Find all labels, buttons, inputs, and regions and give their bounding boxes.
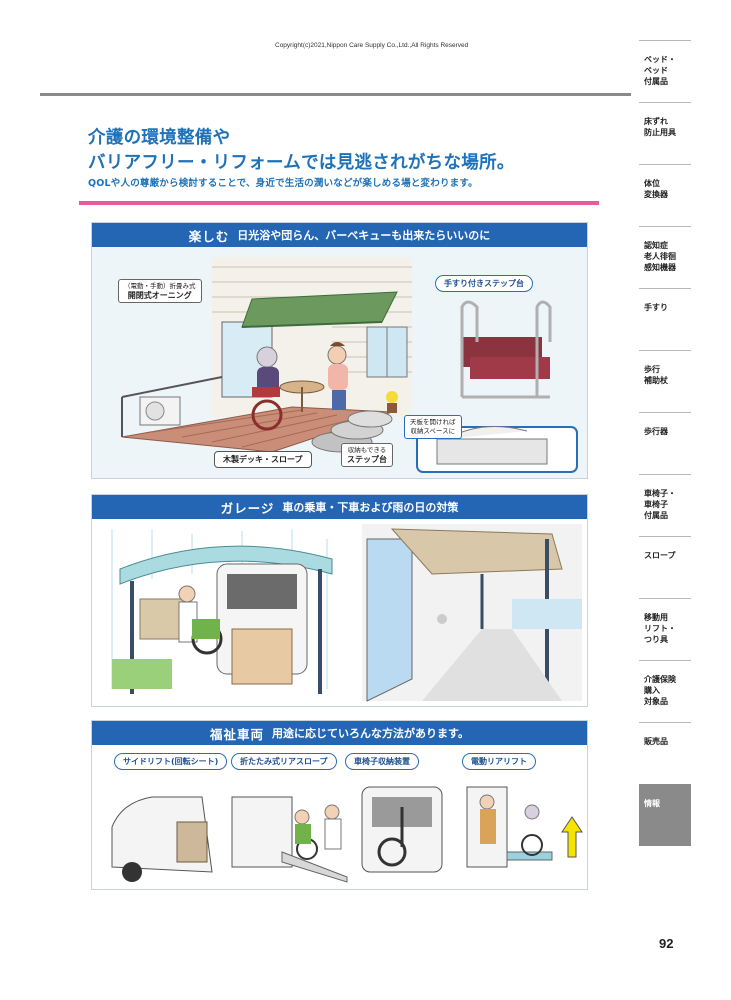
category-sidebar: ベッド・ ベッド 付属品床ずれ 防止用具体位 変換器認知症 老人徘徊 感知機器手… <box>639 40 691 846</box>
copyright-notice: Copyright(c)2021,Nippon Care Supply Co.,… <box>275 42 469 49</box>
welfare-vehicle-panel: 福祉車両 用途に応じていろんな方法があります。 サイドリフト(回転シート) 折た… <box>91 720 588 890</box>
enjoy-panel-subtitle: 日光浴や団らん、バーベキューも出来たらいいのに <box>237 229 491 242</box>
page-headline: 介護の環境整備や バリアフリー・リフォームでは見逃されがちな場所。 <box>88 126 515 176</box>
vehicle-illustration-area: サイドリフト(回転シート) 折たたみ式リアスロープ 車椅子収納装置 電動リアリフ… <box>92 745 587 889</box>
enjoy-panel-header: 楽しむ 日光浴や団らん、バーベキューも出来たらいいのに <box>92 223 587 247</box>
sidebar-item-label: 手すり <box>644 303 668 312</box>
page-number: 92 <box>659 936 674 951</box>
sidebar-item-label: スロープ <box>644 551 676 560</box>
sidebar-item-10[interactable]: 介護保険 購入 対象品 <box>639 660 691 722</box>
rear-slope-label: 折たたみ式リアスロープ <box>231 753 337 770</box>
storage-step-callout: 収納もできる ステップ台 <box>341 443 393 467</box>
headline-line-2: バリアフリー・リフォームでは見逃されがちな場所。 <box>88 153 515 173</box>
handrail-step-label: 手すり付きステップ台 <box>435 275 533 292</box>
garage-panel: ガレージ 車の乗車・下車および雨の日の対策 <box>91 494 588 707</box>
welfare-vehicle-panel-header: 福祉車両 用途に応じていろんな方法があります。 <box>92 721 587 745</box>
sidebar-item-5[interactable]: 歩行 補助杖 <box>639 350 691 412</box>
enjoy-panel-title: 楽しむ <box>188 228 230 244</box>
storage-label: ステップ台 <box>347 455 387 464</box>
sidebar-item-2[interactable]: 体位 変換器 <box>639 164 691 226</box>
awning-label: 開閉式オーニング <box>127 291 192 300</box>
awning-note: （電動・手動）折畳み式 <box>124 282 196 290</box>
deck-slope-label: 木製デッキ・スロープ <box>214 451 312 468</box>
sidebar-item-3[interactable]: 認知症 老人徘徊 感知機器 <box>639 226 691 288</box>
sidebar-item-8[interactable]: スロープ <box>639 536 691 598</box>
sidebar-item-11[interactable]: 販売品 <box>639 722 691 784</box>
enjoy-panel: 楽しむ 日光浴や団らん、バーベキューも出来たらいいのに <box>91 222 588 479</box>
storage-inset-callout: 天板を開ければ 収納スペースに <box>404 415 462 439</box>
sidebar-item-label: 歩行器 <box>644 427 668 436</box>
electric-rear-lift-label: 電動リアリフト <box>462 753 536 770</box>
garage-illustration <box>97 524 582 702</box>
sidebar-item-7[interactable]: 車椅子・ 車椅子 付属品 <box>639 474 691 536</box>
sidebar-item-label: 販売品 <box>644 737 668 746</box>
sidebar-item-12[interactable]: 情報 <box>639 784 691 846</box>
side-lift-label: サイドリフト(回転シート) <box>114 753 228 770</box>
sidebar-item-0[interactable]: ベッド・ ベッド 付属品 <box>639 40 691 102</box>
wheelchair-storage-label: 車椅子収納装置 <box>345 753 419 770</box>
sidebar-item-label: 床ずれ 防止用具 <box>644 117 676 137</box>
sidebar-item-label: 介護保険 購入 対象品 <box>644 675 676 706</box>
sidebar-item-label: 移動用 リフト・ つり具 <box>644 613 676 644</box>
garage-panel-title: ガレージ <box>220 500 275 516</box>
sidebar-item-label: 車椅子・ 車椅子 付属品 <box>644 489 676 520</box>
sidebar-item-label: 認知症 老人徘徊 感知機器 <box>644 241 676 272</box>
vehicle-illustration <box>111 786 583 883</box>
storage-inset-note-2: 収納スペースに <box>410 427 456 435</box>
page-subline: QOLや人の尊厳から検討することで、身近で生活の潤いなどが楽しめる場と変わります… <box>88 178 478 189</box>
headline-line-1: 介護の環境整備や <box>88 128 231 148</box>
sidebar-item-1[interactable]: 床ずれ 防止用具 <box>639 102 691 164</box>
sidebar-item-label: 歩行 補助杖 <box>644 365 668 385</box>
storage-note: 収納もできる <box>347 446 387 454</box>
welfare-vehicle-panel-subtitle: 用途に応じていろんな方法があります。 <box>272 727 469 740</box>
garage-panel-subtitle: 車の乗車・下車および雨の日の対策 <box>282 501 459 514</box>
pink-divider <box>79 201 599 205</box>
awning-callout: （電動・手動）折畳み式 開閉式オーニング <box>118 279 202 303</box>
garage-illustration-area <box>92 519 587 706</box>
storage-inset-note-1: 天板を開ければ <box>410 418 456 426</box>
sidebar-item-9[interactable]: 移動用 リフト・ つり具 <box>639 598 691 660</box>
sidebar-item-label: 情報 <box>644 799 660 808</box>
sidebar-item-label: 体位 変換器 <box>644 179 668 199</box>
sidebar-item-label: ベッド・ ベッド 付属品 <box>644 55 676 86</box>
sidebar-item-4[interactable]: 手すり <box>639 288 691 350</box>
top-divider <box>40 93 631 96</box>
garage-panel-header: ガレージ 車の乗車・下車および雨の日の対策 <box>92 495 587 519</box>
welfare-vehicle-panel-title: 福祉車両 <box>210 726 265 742</box>
sidebar-item-6[interactable]: 歩行器 <box>639 412 691 474</box>
deck-illustration-area: （電動・手動）折畳み式 開閉式オーニング 手すり付きステップ台 木製デッキ・スロ… <box>92 247 587 478</box>
